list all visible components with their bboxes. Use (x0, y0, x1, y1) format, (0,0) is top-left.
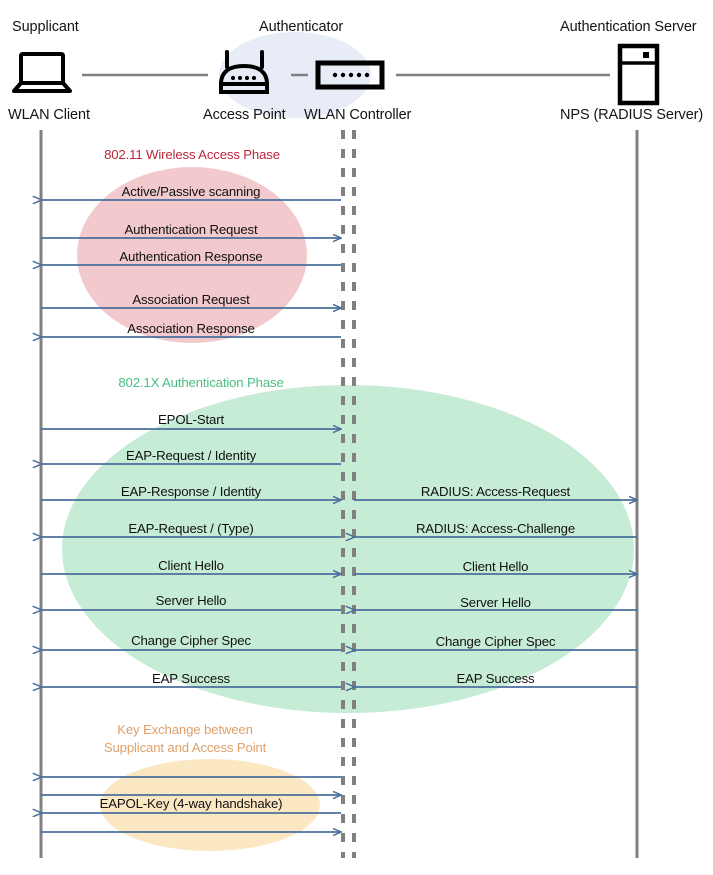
msg-change-cipher-spec-left-label: Change Cipher Spec (131, 633, 251, 648)
msg-association-response-label: Association Response (127, 321, 255, 336)
node-label-wlan-controller: WLAN Controller (304, 107, 412, 123)
node-label-access-point: Access Point (203, 107, 286, 123)
msg-eapol-start-label: EPOL-Start (158, 412, 224, 427)
msg-authentication-request-label: Authentication Request (124, 222, 258, 237)
phase-label-key-line-1: Key Exchange between (117, 722, 253, 737)
msg-eap-request-identity-label: EAP-Request / Identity (125, 448, 257, 463)
phase-label-key-exchange: Key Exchange between Supplicant and Acce… (0, 721, 370, 757)
phase-label-80211: 802.11 Wireless Access Phase (104, 147, 280, 162)
phase-ellipse-80211 (77, 167, 307, 343)
role-title-authentication-server: Authentication Server (560, 19, 697, 35)
msg-association-request-label: Association Request (132, 292, 250, 307)
msg-change-cipher-spec-right-label: Change Cipher Spec (435, 634, 556, 649)
msg-active-passive-scanning-label: Active/Passive scanning (121, 184, 261, 199)
msg-eap-response-identity-label: EAP-Response / Identity (120, 484, 262, 499)
phase-label-8021x: 802.1X Authentication Phase (118, 375, 284, 390)
msg-radius-access-challenge-label: RADIUS: Access-Challenge (415, 521, 576, 536)
msg-eapol-key-3-label: EAPOL-Key (4-way handshake) (99, 796, 283, 811)
msg-eap-request-type-label: EAP-Request / (Type) (128, 521, 254, 536)
phase-ellipse-key-exchange (100, 759, 320, 851)
node-label-nps-radius-server: NPS (RADIUS Server) (560, 107, 704, 123)
msg-server-hello-left-label: Server Hello (155, 593, 227, 608)
msg-eap-success-left-label: EAP Success (151, 671, 230, 686)
wireless-router-icon (219, 50, 269, 94)
role-title-supplicant: Supplicant (12, 19, 79, 35)
msg-authentication-response-label: Authentication Response (119, 249, 263, 264)
phase-ellipse-8021x (62, 385, 634, 713)
msg-server-hello-right-label: Server Hello (460, 595, 531, 610)
msg-radius-access-request-label: RADIUS: Access-Request (420, 484, 571, 499)
server-tower-icon (617, 43, 660, 106)
msg-eap-success-right-label: EAP Success (456, 671, 535, 686)
msg-client-hello-left-label: Client Hello (158, 558, 224, 573)
role-title-authenticator: Authenticator (259, 19, 344, 35)
msg-client-hello-right-label: Client Hello (462, 559, 529, 574)
node-label-wlan-client: WLAN Client (8, 107, 90, 123)
laptop-icon (12, 52, 72, 93)
phase-label-key-line-2: Supplicant and Access Point (103, 740, 267, 755)
network-switch-icon (315, 60, 385, 90)
